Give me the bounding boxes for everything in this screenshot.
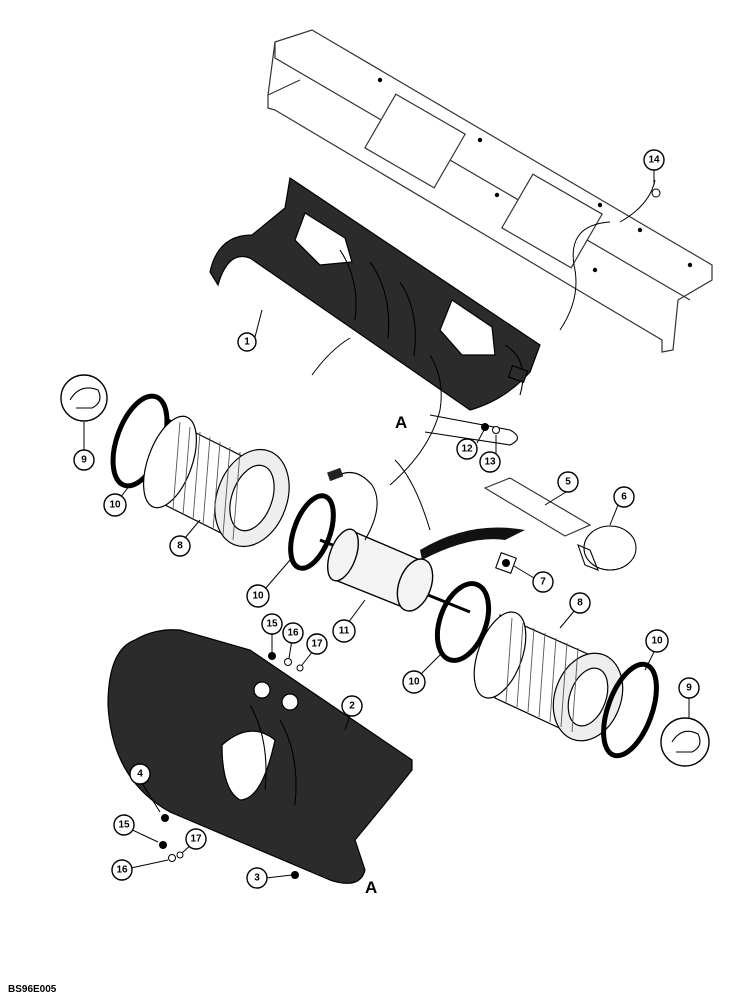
svg-text:17: 17	[311, 639, 323, 650]
svg-text:16: 16	[116, 865, 128, 876]
callout-17-lower: 17	[185, 828, 207, 850]
svg-text:10: 10	[252, 591, 264, 602]
callout-16-upper: 16	[282, 622, 304, 644]
connection-lines	[311, 179, 656, 531]
callout-5: 5	[557, 471, 579, 493]
svg-text:2: 2	[349, 701, 355, 712]
svg-text:4: 4	[137, 769, 143, 780]
hose-clamp	[577, 525, 637, 571]
callout-10-right-inner: 10	[402, 670, 426, 694]
svg-text:7: 7	[540, 577, 546, 588]
mounting-panel	[267, 29, 713, 353]
svg-text:8: 8	[577, 598, 583, 609]
reference-letter-lower: A	[365, 878, 377, 897]
callout-3: 3	[246, 867, 268, 889]
svg-text:15: 15	[266, 619, 278, 630]
callout-14: 14	[643, 149, 665, 171]
callout-16-lower: 16	[111, 859, 133, 881]
svg-text:9: 9	[81, 455, 87, 466]
reference-letter-upper: A	[395, 413, 407, 432]
callout-8-left: 8	[169, 535, 191, 557]
svg-text:9: 9	[686, 683, 692, 694]
left-wheel-blades	[172, 421, 241, 541]
left-clip-callout	[60, 374, 108, 422]
callout-8-right: 8	[569, 592, 591, 614]
callout-10-left-inner: 10	[246, 584, 270, 608]
figure-code: BS96E005	[8, 984, 57, 995]
callout-9-right: 9	[678, 677, 700, 699]
callout-10-left-outer: 10	[103, 493, 127, 517]
svg-text:11: 11	[339, 626, 350, 637]
svg-text:14: 14	[648, 155, 660, 166]
leader-lines	[83, 170, 690, 879]
svg-text:10: 10	[408, 677, 420, 688]
grommet	[495, 552, 517, 574]
left-blower-wheel	[143, 415, 290, 548]
filter-pad	[483, 477, 592, 537]
svg-text:13: 13	[484, 457, 496, 468]
svg-text:10: 10	[651, 636, 663, 647]
callout-1: 1	[237, 332, 257, 352]
lower-housing	[107, 629, 413, 884]
callout-15-lower: 15	[113, 814, 135, 836]
callout-12: 12	[456, 438, 478, 460]
callout-7: 7	[532, 571, 554, 593]
right-outer-ring	[601, 661, 659, 759]
right-blower-wheel	[473, 611, 624, 742]
callout-11: 11	[332, 619, 356, 643]
callout-17-upper: 17	[306, 633, 328, 655]
right-wheel-blades	[505, 617, 579, 733]
right-inner-ring	[434, 581, 492, 663]
callout-15-upper: 15	[261, 613, 283, 635]
svg-text:15: 15	[118, 820, 130, 831]
fasteners	[159, 188, 661, 879]
callout-6: 6	[613, 486, 635, 508]
svg-text:6: 6	[621, 492, 627, 503]
callout-10-right-outer: 10	[645, 629, 669, 653]
svg-text:10: 10	[109, 500, 121, 511]
svg-text:8: 8	[177, 541, 183, 552]
right-clip-callout	[660, 717, 710, 767]
svg-text:1: 1	[244, 337, 250, 348]
upper-housing	[209, 176, 541, 411]
blower-motor	[319, 467, 525, 614]
left-inner-ring	[288, 493, 336, 571]
callout-13: 13	[479, 451, 501, 473]
callout-2: 2	[341, 695, 363, 717]
svg-text:16: 16	[287, 628, 299, 639]
svg-text:12: 12	[461, 444, 473, 455]
callout-9-left: 9	[73, 449, 95, 471]
svg-text:5: 5	[565, 477, 571, 488]
svg-text:3: 3	[254, 873, 260, 884]
svg-text:17: 17	[190, 834, 202, 845]
callout-4: 4	[129, 763, 151, 785]
